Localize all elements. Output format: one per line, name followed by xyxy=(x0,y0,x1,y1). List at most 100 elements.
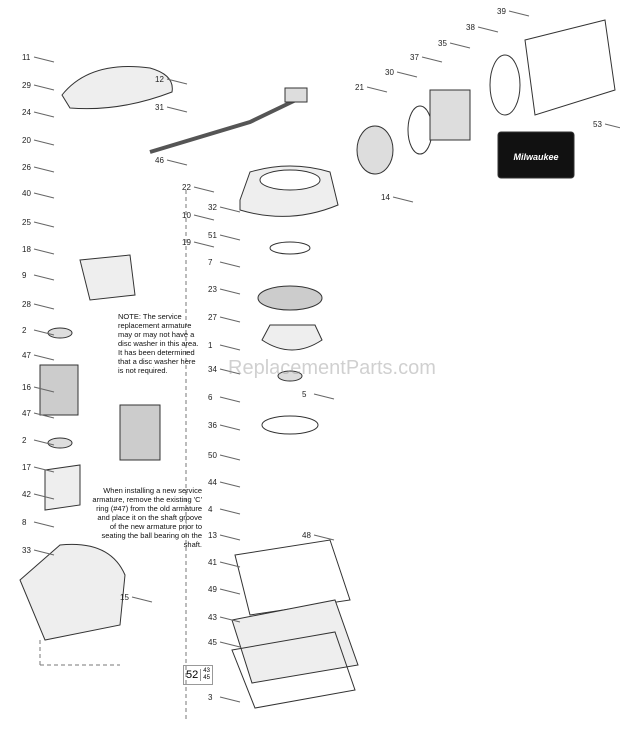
part-armature-service xyxy=(119,404,161,461)
leader-line xyxy=(33,274,55,281)
callout-53: 53 xyxy=(593,120,602,129)
callout-labels: 1129242026402518928247164721742833151231… xyxy=(22,7,620,703)
leader-line xyxy=(392,196,414,203)
leader-line xyxy=(219,588,241,595)
leader-line xyxy=(421,56,443,63)
leader-line xyxy=(33,329,55,336)
callout-10: 10 xyxy=(182,211,191,220)
leader-line xyxy=(219,616,241,623)
part-33 xyxy=(19,543,126,641)
callout-16: 16 xyxy=(22,383,31,392)
callout-2: 2 xyxy=(22,326,27,335)
part-2 xyxy=(47,327,73,339)
part-28 xyxy=(79,254,136,301)
leader-line xyxy=(219,396,241,403)
part-41 xyxy=(234,539,351,616)
leader-line xyxy=(131,596,153,603)
callout-47: 47 xyxy=(22,409,31,418)
leader-line xyxy=(604,123,620,129)
callout-32: 32 xyxy=(208,203,217,212)
callout-27: 27 xyxy=(208,313,217,322)
callout-24: 24 xyxy=(22,108,31,117)
leader-line xyxy=(219,234,241,241)
callout-46: 46 xyxy=(155,156,164,165)
leader-line xyxy=(396,71,418,78)
part-fan xyxy=(257,285,323,311)
leader-line xyxy=(33,166,55,173)
leader-line xyxy=(366,86,388,93)
leader-line xyxy=(219,344,241,351)
part-plug xyxy=(284,87,308,103)
callout-42: 42 xyxy=(22,490,31,499)
leader-line xyxy=(33,466,55,473)
callout-30: 30 xyxy=(385,68,394,77)
callout-47: 47 xyxy=(22,351,31,360)
part-1 xyxy=(277,370,303,382)
part-2 xyxy=(47,437,73,449)
leader-line xyxy=(33,354,55,361)
callout-28: 28 xyxy=(22,300,31,309)
note-armature: NOTE: The service replacement armature m… xyxy=(118,312,199,375)
callout-50: 50 xyxy=(208,451,217,460)
callout-26: 26 xyxy=(22,163,31,172)
part-27 xyxy=(261,324,323,351)
callout-39: 39 xyxy=(497,7,506,16)
part-49 xyxy=(231,599,359,684)
leader-line xyxy=(33,192,55,199)
part-37 xyxy=(407,105,433,155)
kit-part: 43 xyxy=(203,668,210,674)
leader-line xyxy=(33,549,55,556)
callout-35: 35 xyxy=(438,39,447,48)
leader-line xyxy=(166,78,188,85)
callout-49: 49 xyxy=(208,585,217,594)
part-38 xyxy=(489,54,521,116)
callout-23: 23 xyxy=(208,285,217,294)
leader-line xyxy=(33,221,55,228)
note-install: When installing a new service armature, … xyxy=(92,486,202,549)
leader-line xyxy=(33,56,55,63)
callout-4: 4 xyxy=(208,505,213,514)
callout-14: 14 xyxy=(381,193,390,202)
part-30 xyxy=(356,125,394,175)
milwaukee-case xyxy=(497,131,575,179)
callout-45: 45 xyxy=(208,638,217,647)
kit-part: 45 xyxy=(203,675,210,681)
leader-line xyxy=(166,159,188,166)
callout-12: 12 xyxy=(155,75,164,84)
callout-29: 29 xyxy=(22,81,31,90)
leader-line xyxy=(313,393,335,400)
callout-25: 25 xyxy=(22,218,31,227)
leader-line xyxy=(219,316,241,323)
leader-line xyxy=(219,206,241,213)
leader-line xyxy=(193,214,215,221)
leader-line xyxy=(219,696,241,703)
leader-line xyxy=(313,534,335,541)
part-36 xyxy=(261,415,319,435)
leader-line xyxy=(219,561,241,568)
leader-line xyxy=(219,454,241,461)
leader-line xyxy=(33,439,55,446)
leader-line xyxy=(193,186,215,193)
part-35 xyxy=(429,89,471,141)
callout-48: 48 xyxy=(302,531,311,540)
callout-5: 5 xyxy=(302,390,307,399)
leader-line xyxy=(219,368,241,375)
part-cord xyxy=(149,96,301,154)
part-39 xyxy=(524,19,616,116)
brand-logo: Milwaukee xyxy=(513,152,558,162)
leader-line xyxy=(219,641,241,648)
leader-line xyxy=(219,508,241,515)
callout-44: 44 xyxy=(208,478,217,487)
leader-line xyxy=(33,412,55,419)
leader-line xyxy=(33,111,55,118)
leader-line xyxy=(219,261,241,268)
leader-line xyxy=(33,139,55,146)
callout-2: 2 xyxy=(22,436,27,445)
callout-37: 37 xyxy=(410,53,419,62)
leader-line xyxy=(33,493,55,500)
leader-line xyxy=(477,26,499,33)
leader-line xyxy=(219,481,241,488)
callout-22: 22 xyxy=(182,183,191,192)
